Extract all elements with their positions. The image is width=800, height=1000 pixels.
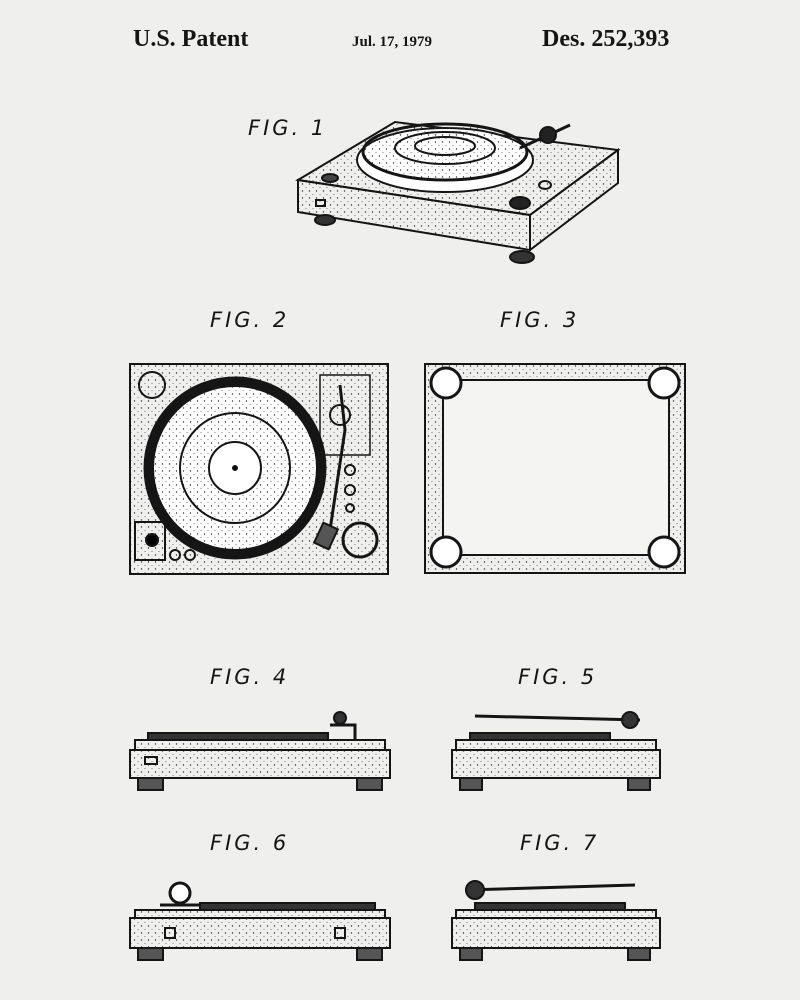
patent-date: Jul. 17, 1979 (352, 34, 433, 50)
fig-6-turntable-rear-view (129, 881, 391, 961)
fig-2-label: FIG. 2 (210, 308, 290, 332)
patent-number: Des. 252,393 (542, 26, 670, 52)
fig-4-turntable-front-view (129, 711, 391, 791)
fig-7-label: FIG. 7 (520, 831, 600, 855)
fig-3-label: FIG. 3 (500, 308, 580, 332)
fig-1-turntable-perspective (295, 120, 621, 264)
fig-5-label: FIG. 5 (518, 665, 598, 689)
fig-4-label: FIG. 4 (210, 665, 290, 689)
fig-5-turntable-right-side-view (451, 711, 661, 791)
patent-office-label: U.S. Patent (133, 26, 249, 52)
fig-1-label: FIG. 1 (248, 116, 328, 140)
fig-7-turntable-left-side-view (451, 880, 661, 961)
fig-6-label: FIG. 6 (210, 831, 290, 855)
fig-2-turntable-top-view (129, 363, 389, 575)
fig-3-turntable-bottom-view (424, 363, 686, 574)
